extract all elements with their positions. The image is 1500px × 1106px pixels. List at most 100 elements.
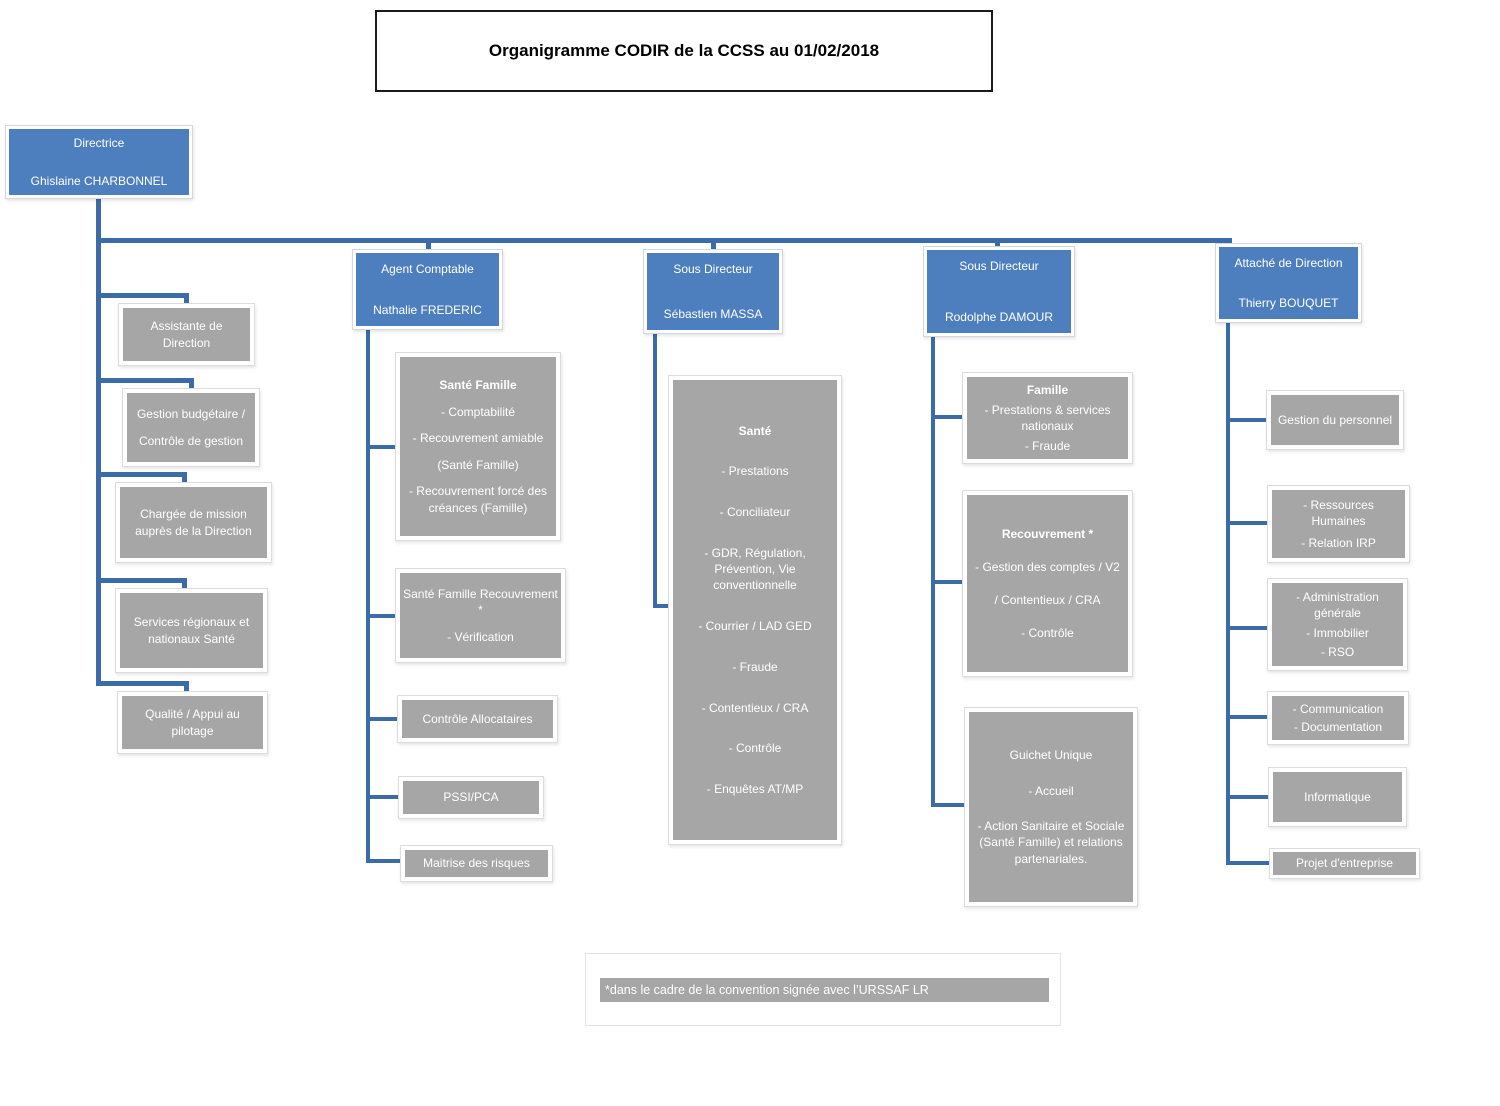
connector-line bbox=[1226, 521, 1267, 525]
box-item: (Santé Famille) bbox=[437, 457, 519, 472]
connector-line bbox=[931, 336, 935, 807]
box-directrice: Directrice Ghislaine CHARBONNEL bbox=[5, 125, 193, 199]
box-title: Santé Famille bbox=[439, 378, 517, 393]
box-item: - Fraude bbox=[1024, 438, 1071, 453]
person-name: Thierry BOUQUET bbox=[1238, 296, 1339, 310]
box-item: - Recouvrement forcé des créances (Famil… bbox=[408, 484, 548, 515]
box-administration-generale: - Administration générale - Immobilier -… bbox=[1267, 578, 1408, 671]
connector-line bbox=[366, 717, 397, 721]
connector-line bbox=[1226, 715, 1267, 719]
role-label: Sous Directeur bbox=[673, 262, 753, 276]
box-label: Chargée de mission auprès de la Directio… bbox=[135, 507, 252, 538]
footnote: *dans le cadre de la convention signée a… bbox=[600, 978, 1049, 1002]
box-assistante-direction: Assistante de Direction bbox=[118, 303, 255, 366]
box-famille: Famille - Prestations & services nationa… bbox=[962, 372, 1133, 464]
box-title: Famille bbox=[1026, 383, 1069, 398]
box-recouvrement: Recouvrement * - Gestion des comptes / V… bbox=[962, 490, 1133, 677]
connector-line bbox=[96, 578, 187, 583]
connector-line bbox=[366, 445, 395, 449]
connector-line bbox=[96, 293, 189, 298]
box-ressources-humaines: - Ressources Humaines - Relation IRP bbox=[1267, 485, 1410, 563]
box-item: - Gestion des comptes / V2 bbox=[975, 559, 1120, 574]
box-sous-directeur-massa: Sous Directeur Sébastien MASSA bbox=[643, 249, 783, 334]
connector-line bbox=[96, 238, 101, 686]
role-label: Agent Comptable bbox=[381, 262, 474, 276]
box-services-regionaux: Services régionaux et nationaux Santé bbox=[115, 588, 268, 673]
connector-line bbox=[426, 238, 431, 251]
box-label: Gestion du personnel bbox=[1277, 412, 1393, 427]
box-item: - Courrier / LAD GED bbox=[698, 619, 812, 634]
box-gestion-budgetaire: Gestion budgétaire / Contrôle de gestion bbox=[122, 388, 260, 467]
box-title: Guichet Unique bbox=[1009, 748, 1093, 763]
connector-line bbox=[366, 795, 398, 799]
box-item: - Conciliateur bbox=[719, 505, 791, 520]
box-label: Contrôle de gestion bbox=[138, 433, 244, 448]
box-item: - Action Sanitaire et Sociale (Santé Fam… bbox=[977, 819, 1125, 866]
box-informatique: Informatique bbox=[1268, 767, 1407, 827]
connector-line bbox=[931, 415, 962, 419]
connector-line bbox=[96, 238, 1232, 243]
connector-line bbox=[931, 803, 964, 807]
connector-line bbox=[1226, 861, 1269, 865]
person-name: Nathalie FREDERIC bbox=[373, 303, 482, 317]
role-label: Sous Directeur bbox=[959, 259, 1039, 273]
connector-line bbox=[1226, 322, 1230, 865]
connector-line bbox=[184, 293, 189, 305]
box-item: - Comptabilité bbox=[440, 404, 516, 419]
connector-line bbox=[1226, 795, 1268, 799]
person-name: Ghislaine CHARBONNEL bbox=[30, 174, 168, 188]
connector-line bbox=[1227, 238, 1232, 246]
box-label: Assistante de Direction bbox=[150, 319, 223, 350]
box-controle-allocataires: Contrôle Allocataires bbox=[397, 695, 558, 743]
box-gestion-personnel: Gestion du personnel bbox=[1266, 390, 1404, 450]
box-label: PSSI/PCA bbox=[443, 790, 499, 805]
person-name: Rodolphe DAMOUR bbox=[944, 310, 1054, 324]
box-projet-entreprise: Projet d'entreprise bbox=[1269, 848, 1420, 879]
box-item: - Contrôle bbox=[728, 741, 782, 756]
box-label: Projet d'entreprise bbox=[1295, 856, 1393, 871]
connector-line bbox=[995, 238, 1000, 249]
role-label: Attaché de Direction bbox=[1234, 256, 1343, 270]
box-item: - Contentieux / CRA bbox=[701, 700, 809, 715]
connector-line bbox=[366, 859, 400, 863]
box-item: - Contrôle bbox=[1021, 625, 1074, 640]
connector-line bbox=[96, 197, 101, 243]
box-qualite-pilotage: Qualité / Appui au pilotage bbox=[117, 691, 268, 754]
box-agent-comptable: Agent Comptable Nathalie FREDERIC bbox=[352, 249, 503, 330]
box-item: - Accueil bbox=[1028, 783, 1074, 798]
connector-line bbox=[182, 578, 187, 590]
box-item: - Prestations bbox=[721, 464, 789, 479]
box-item: - Ressources Humaines bbox=[1303, 498, 1374, 529]
box-sous-directeur-damour: Sous Directeur Rodolphe DAMOUR bbox=[923, 246, 1075, 337]
box-title: Recouvrement * bbox=[1001, 526, 1094, 541]
connector-line bbox=[184, 681, 189, 693]
connector-line bbox=[653, 333, 657, 608]
connector-line bbox=[931, 580, 962, 584]
box-sante-famille-recouvrement: Santé Famille Recouvrement * - Vérificat… bbox=[395, 568, 566, 663]
box-item: - Enquêtes AT/MP bbox=[706, 782, 804, 797]
org-title: Organigramme CODIR de la CCSS au 01/02/2… bbox=[488, 41, 880, 60]
connector-line bbox=[366, 614, 395, 618]
box-maitrise-risques: Maitrise des risques bbox=[400, 845, 553, 882]
org-title-box: Organigramme CODIR de la CCSS au 01/02/2… bbox=[375, 10, 993, 92]
box-title: Santé Famille Recouvrement * bbox=[403, 586, 558, 617]
box-attache-direction: Attaché de Direction Thierry BOUQUET bbox=[1215, 243, 1362, 323]
box-item: - Documentation bbox=[1293, 720, 1383, 735]
connector-line bbox=[711, 238, 716, 251]
box-chargee-mission: Chargée de mission auprès de la Directio… bbox=[115, 482, 272, 563]
connector-line bbox=[1226, 418, 1266, 422]
box-item: - Relation IRP bbox=[1301, 535, 1376, 550]
connector-line bbox=[96, 681, 189, 686]
box-item: - RSO bbox=[1320, 645, 1355, 660]
role-label: Directrice bbox=[73, 136, 125, 150]
box-label: Maitrise des risques bbox=[423, 856, 530, 871]
box-communication-documentation: - Communication - Documentation bbox=[1267, 691, 1409, 745]
box-label: Gestion budgétaire / bbox=[136, 406, 246, 421]
box-item: - GDR, Régulation, Prévention, Vie conve… bbox=[704, 545, 806, 593]
box-sante: Santé - Prestations - Conciliateur - GDR… bbox=[668, 375, 842, 845]
person-name: Sébastien MASSA bbox=[663, 307, 763, 321]
box-item: - Vérification bbox=[447, 630, 514, 644]
box-label: Contrôle Allocataires bbox=[422, 711, 533, 726]
connector-line bbox=[189, 378, 194, 390]
